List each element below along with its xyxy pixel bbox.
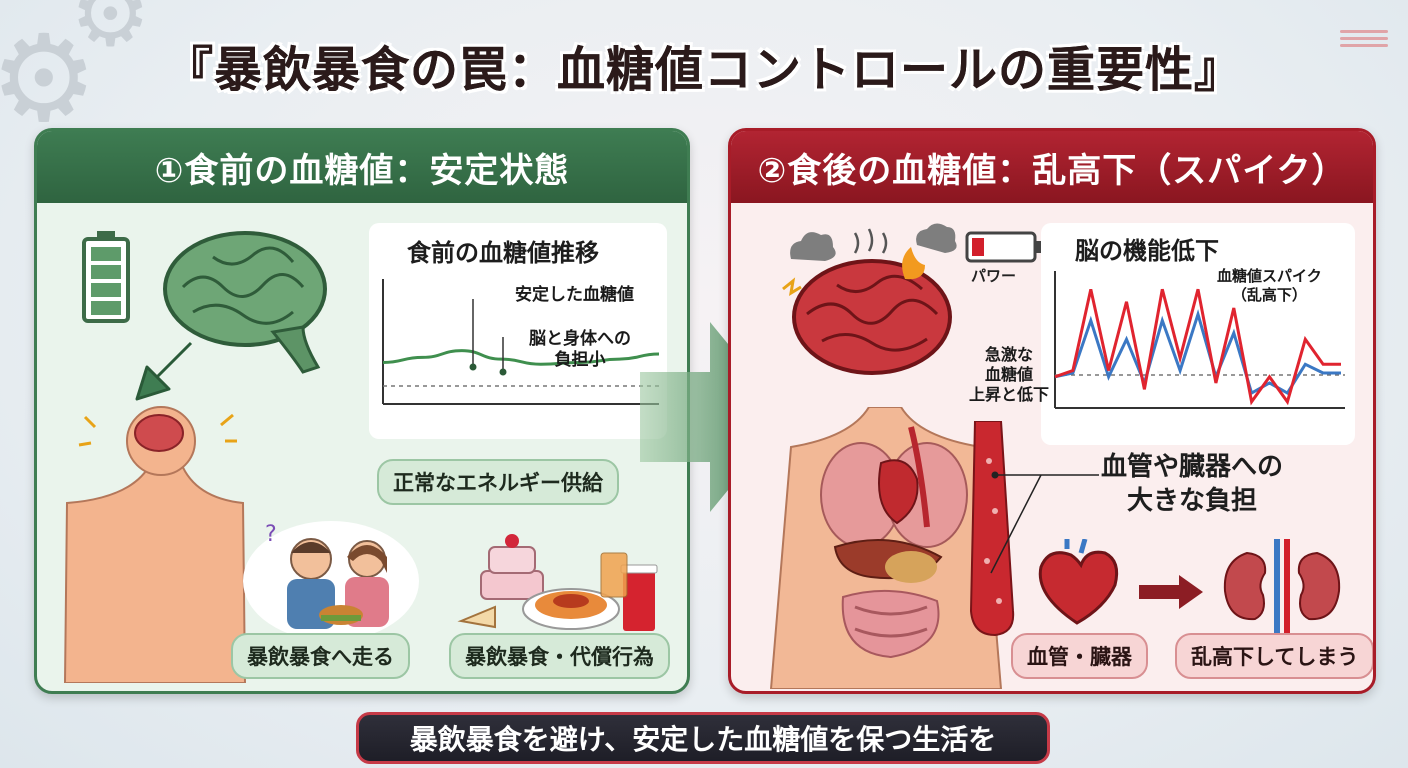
healthy-brain-icon: [163, 231, 327, 374]
panel-before-meal: ①食前の血糖値：安定状態 食前の血糖値推移: [34, 128, 690, 694]
vessels-organs-label: 血管・臓器: [1011, 633, 1148, 679]
torso-organs-icon: [769, 407, 1003, 689]
worried-couple-icon: ?: [243, 521, 419, 641]
arrow-right-icon: [1139, 575, 1203, 609]
svg-text:?: ?: [265, 522, 277, 547]
kidneys-icon: [1223, 539, 1341, 635]
annotation-burden: 脳と身体への 負担小: [529, 329, 631, 371]
spike-label: 血糖値スパイク （乱高下）: [1217, 267, 1322, 304]
chart-before-meal: 食前の血糖値推移 安定した血糖値 脳と身体への 負担小: [369, 223, 667, 439]
page-title: 『暴飲暴食の罠：血糖値コントロールの重要性』: [164, 42, 1243, 98]
decorative-lines: [1340, 26, 1388, 50]
annotation-stable: 安定した血糖値: [515, 285, 634, 305]
chart-plot-after: [1054, 271, 1345, 409]
chart-point: [469, 363, 477, 371]
panel-header-before: ①食前の血糖値：安定状態: [37, 131, 687, 203]
binge-label: 暴飲暴食へ走る: [231, 633, 410, 679]
gear-icon: ⚙: [70, 0, 151, 67]
person-body-icon: [63, 406, 247, 683]
battery-full-icon: [82, 231, 130, 323]
chart-title-before: 食前の血糖値推移: [407, 239, 599, 267]
rise-fall-label: 急激な 血糖値 上昇と低下: [969, 345, 1050, 404]
gear-icon: ⚙: [0, 10, 98, 149]
arrow-down-left-icon: [135, 341, 193, 401]
bottom-banner: 暴飲暴食を避け、安定した血糖値を保つ生活を: [356, 712, 1050, 764]
chart-point: [499, 368, 507, 376]
heart-organ-icon: [1038, 539, 1119, 625]
power-label: パワー: [971, 267, 1017, 285]
fluctuate-label: 乱高下してしまう: [1175, 633, 1373, 679]
stressed-brain-icon: [782, 223, 957, 375]
transition-arrow-icon: [640, 322, 788, 512]
energy-supply-label: 正常なエネルギー供給: [377, 459, 619, 505]
series-line-before: [382, 349, 660, 366]
series-line-red: [1054, 288, 1341, 406]
chart-title-after: 脳の機能低下: [1075, 237, 1219, 265]
leader-lines: [990, 471, 1099, 574]
panel-after-meal: ②食後の血糖値：乱高下（スパイク） パワー 脳の機能低下 血糖値スパイク （乱高…: [728, 128, 1376, 694]
battery-low-icon: [965, 231, 1042, 263]
chart-after-meal: 脳の機能低下 血糖値スパイク （乱高下）: [1041, 223, 1355, 445]
panel-header-after: ②食後の血糖値：乱高下（スパイク）: [731, 131, 1373, 203]
chart-plot-before: [382, 279, 660, 405]
burden-label: 血管や臓器への 大きな負担: [1101, 452, 1284, 516]
compensation-label: 暴飲暴食・代償行為: [449, 633, 670, 679]
junk-food-icon: [457, 534, 658, 631]
